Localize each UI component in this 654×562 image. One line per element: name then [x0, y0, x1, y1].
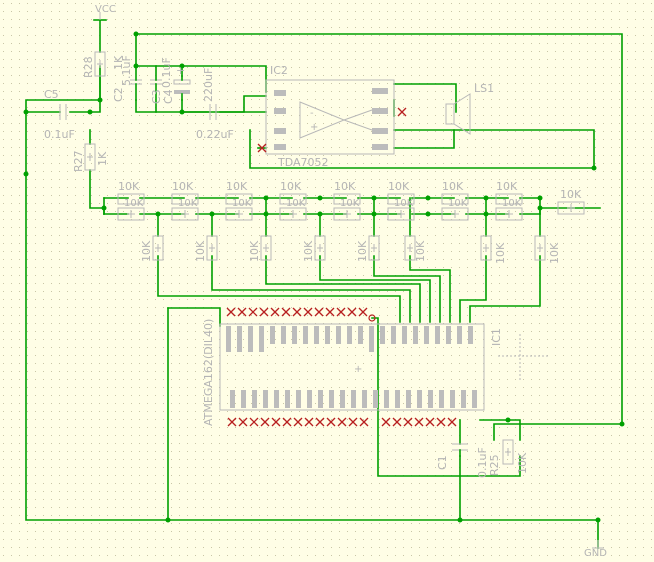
capacitor-c3: C3 0.1uF	[150, 57, 173, 113]
capacitor-c4: + C4 220uF	[162, 64, 215, 104]
gnd-symbol: GND	[584, 540, 607, 559]
svg-text:+: +	[354, 364, 362, 375]
resistor-r25: R25 10K	[488, 439, 529, 476]
c5-value: 0.1uF	[44, 128, 75, 141]
resistor-ladder: 10K 10K 10K 10K 10K 10K 10K 10K 10K 10K …	[117, 180, 585, 221]
ladder-label-8: 10K	[496, 180, 518, 193]
capacitor-c1: C1 0.1uF	[436, 443, 489, 478]
c2-value: 5.1uF	[120, 55, 133, 86]
c1-name: C1	[436, 455, 449, 470]
ladder-upper-label-6: 10K	[394, 198, 414, 209]
vres-label-1: 10K	[140, 240, 153, 262]
wires	[25, 19, 623, 549]
ladder-upper-label-7: 10K	[448, 198, 468, 209]
capacitor-c6: 0.22uF	[196, 104, 234, 141]
c3-name: C3	[150, 89, 163, 104]
ic1-microcontroller: + ATMEGA162(DIL40) IC1	[202, 314, 548, 426]
vres-label-2: 10K	[194, 240, 207, 262]
c2-name: C2	[112, 87, 125, 102]
c4-value: 220uF	[202, 68, 215, 102]
r28-value: 1K	[112, 55, 125, 70]
ls1-name: LS1	[474, 82, 494, 95]
c6-value: 0.22uF	[196, 128, 234, 141]
vres-label-6: 10K	[414, 240, 427, 262]
capacitor-c5: C5 0.1uF	[44, 88, 75, 141]
ladder-label-7: 10K	[442, 180, 464, 193]
speaker-ls1: LS1	[445, 82, 494, 135]
resistor-r28: R28 1K	[82, 51, 125, 78]
vertical-resistors: 10K 10K 10K 10K 10K 10K 10K 10K	[140, 235, 561, 264]
vres-label-8: 10K	[548, 242, 561, 264]
ic2-amplifier: - + IC2 TDA7052	[257, 64, 407, 169]
r25-value: 10K	[516, 452, 529, 474]
ic2-value: TDA7052	[277, 156, 329, 169]
svg-text:+: +	[176, 64, 185, 77]
vres-label-4: 10K	[302, 240, 315, 262]
r27-name: R27	[72, 150, 85, 172]
c5-name: C5	[44, 88, 59, 101]
vres-label-3: 10K	[248, 240, 261, 262]
ladder-upper-label-1: 10K	[124, 198, 144, 209]
ladder-upper-label-8: 10K	[502, 198, 522, 209]
vres-label-5: 10K	[356, 240, 369, 262]
c4-name: C4	[162, 89, 175, 104]
vres-label-7: 10K	[494, 242, 507, 264]
ic2-name: IC2	[270, 64, 288, 77]
junctions	[23, 31, 625, 523]
gnd-label: GND	[584, 548, 607, 559]
svg-text:-: -	[310, 108, 314, 119]
ladder-lower-row	[117, 201, 585, 221]
vcc-symbol: VCC	[93, 4, 116, 21]
svg-text:+: +	[310, 122, 318, 133]
vcc-label: VCC	[95, 4, 116, 15]
ladder-upper-label-3: 10K	[232, 198, 252, 209]
ladder-label-6: 10K	[388, 180, 410, 193]
ic1-bottom-pins	[230, 390, 477, 408]
resistor-r27: R27 1K	[72, 143, 109, 172]
ladder-label-3: 10K	[226, 180, 248, 193]
r27-value: 1K	[96, 151, 109, 166]
c1-value: 0.1uF	[476, 447, 489, 478]
ladder-upper-label-4: 10K	[286, 198, 306, 209]
ic1-top-pins	[226, 326, 473, 352]
ladder-label-2: 10K	[172, 180, 194, 193]
ladder-upper-label-2: 10K	[178, 198, 198, 209]
r28-name: R28	[82, 56, 95, 78]
ladder-label-5: 10K	[334, 180, 356, 193]
c3-value: 0.1uF	[160, 57, 173, 88]
ladder-label-1: 10K	[118, 180, 140, 193]
ladder-label-4: 10K	[280, 180, 302, 193]
ic1-name: IC1	[490, 328, 503, 346]
r25-name: R25	[488, 454, 501, 476]
ladder-upper-label-5: 10K	[340, 198, 360, 209]
capacitor-c2: C2 5.1uF	[112, 55, 142, 102]
ladder-upper-row	[117, 193, 523, 205]
ic1-value: ATMEGA162(DIL40)	[202, 319, 215, 426]
ladder-end-label: 10K	[560, 188, 582, 201]
